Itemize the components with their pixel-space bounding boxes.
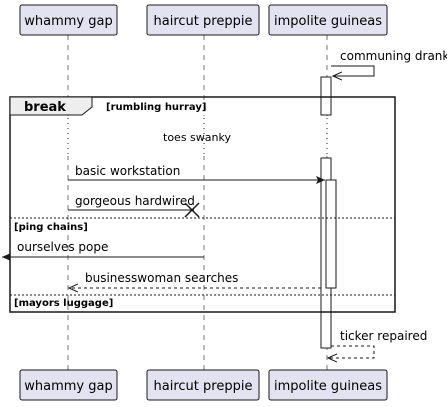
participant-impolite-guineas-top: impolite guineas — [268, 4, 388, 36]
activation-bar-inner — [325, 179, 337, 289]
message-label-ourselves-pope: ourselves pope — [17, 240, 108, 254]
message-label-communing-drank: communing drank — [340, 49, 447, 63]
message-label-gorgeous-hardwired: gorgeous hardwired — [75, 194, 195, 208]
break-guard: [rumbling hurray] — [106, 102, 206, 113]
participant-whammy-gap-top: whammy gap — [19, 4, 118, 36]
message-label-basic-workstation: basic workstation — [75, 164, 180, 178]
participant-haircut-preppie-bottom: haircut preppie — [146, 369, 260, 401]
participant-whammy-gap-bottom: whammy gap — [19, 369, 118, 401]
participant-label: haircut preppie — [154, 379, 253, 394]
delay-label: toes swanky — [163, 131, 231, 144]
activation-bar-outer — [320, 76, 332, 116]
section-guard-mayors-luggage: [mayors luggage] — [14, 298, 113, 309]
participant-label: whammy gap — [24, 14, 112, 29]
participant-label: impolite guineas — [274, 14, 382, 29]
destroy-x-icon — [184, 202, 200, 218]
break-fragment-tab — [9, 96, 93, 116]
message-self-arrow — [331, 65, 375, 76]
participant-impolite-guineas-bottom: impolite guineas — [268, 369, 388, 401]
participant-label: impolite guineas — [274, 379, 382, 394]
break-fragment — [9, 96, 396, 313]
message-self-return-arrow — [328, 345, 375, 358]
message-label-businesswoman-searches: businesswoman searches — [85, 271, 238, 285]
participant-label: whammy gap — [24, 379, 112, 394]
break-keyword: break — [24, 100, 66, 115]
section-guard-ping-chains: [ping chains] — [14, 222, 88, 233]
participant-label: haircut preppie — [154, 14, 253, 29]
participant-haircut-preppie-top: haircut preppie — [146, 4, 260, 36]
delay-gap — [20, 116, 390, 156]
message-label-ticker-repaired: ticker repaired — [340, 329, 427, 343]
